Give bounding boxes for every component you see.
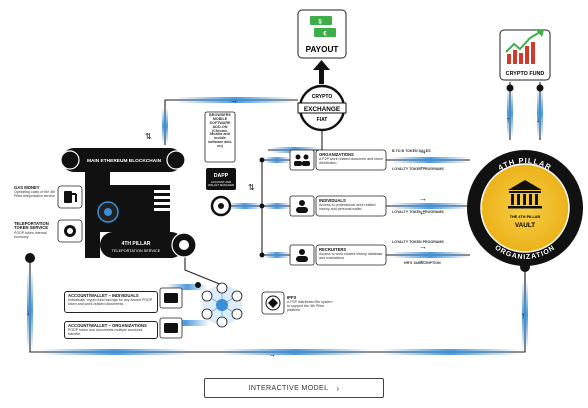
- bar-chart-icon: [505, 30, 544, 64]
- chevron-right-icon: ›: [336, 383, 340, 393]
- teleport-line2: TELEPORTATION SERVICE: [112, 249, 161, 253]
- euro-bill-icon: [314, 28, 336, 37]
- crypto-fund-node: CRYPTO FUND: [499, 29, 551, 81]
- payout-node: $ € PAYOUT: [297, 9, 347, 59]
- svg-text:⇅: ⇅: [248, 183, 255, 192]
- recruiters-node: [289, 244, 387, 266]
- svg-text:→: →: [419, 147, 427, 156]
- recruiter-icon: [296, 249, 308, 262]
- svg-text:⇅: ⇅: [145, 132, 152, 141]
- account-organizations-box: ACCOUNT/WALLET – ORGANIZATIONS PODP toke…: [64, 321, 158, 339]
- organization-vault-node: 4TH PILLAR ORGANIZATION THE 4TH PILLAR V…: [467, 150, 583, 266]
- blockchain-label: MAIN ETHEREUM BLOCKCHAIN: [87, 158, 162, 164]
- browser-card: [204, 111, 236, 163]
- peer-network-cluster: [201, 282, 243, 328]
- gas-money-title: GAS MONEY: [14, 185, 40, 190]
- wallet-individuals-icon-box: [159, 287, 183, 309]
- vault-small-label: THE 4TH PILLAR: [510, 215, 541, 219]
- gas-money-icon-box: [57, 185, 83, 209]
- recruiters-desc: Access to work related history database …: [319, 252, 383, 260]
- teleport-line1: 4TH PILLAR: [122, 241, 151, 247]
- ipfs-title: IPFS: [287, 295, 297, 300]
- bank-icon: [508, 180, 542, 209]
- svg-text:→: →: [419, 194, 427, 203]
- individuals-node: [289, 195, 387, 217]
- flow-loyalty-2: LOYALTY TOKEN PROGRAMS: [392, 210, 444, 214]
- svg-text:↑: ↑: [506, 115, 510, 124]
- teleport-token-desc: PODP token internal economy: [14, 231, 47, 239]
- browsers-text: BROWSERS MOBILE SOFTWARE ADD-ON (Chrome,…: [208, 113, 232, 148]
- flow-glows: [27, 88, 543, 355]
- payout-up-arrow: [313, 60, 330, 84]
- svg-text:←: ←: [419, 162, 427, 171]
- svg-text:↓: ↓: [26, 308, 30, 317]
- teleport-token-title: TELEPORTATION TOKEN SERVICE: [14, 221, 49, 231]
- crypto-fund-label: CRYPTO FUND: [506, 71, 545, 77]
- teleport-token-icon-box: [57, 219, 83, 243]
- organizations-node: [289, 149, 387, 171]
- exchange-line2: EXCHANGE: [304, 106, 341, 113]
- dapp-title: DAPP: [214, 173, 229, 179]
- svg-text:←: ←: [419, 208, 427, 217]
- gas-money-desc: Operating costs of the 4th Pillar telepo…: [14, 190, 56, 198]
- account-individuals-desc: Individuals' crypto fund savings for any…: [68, 298, 153, 306]
- interactive-model-button[interactable]: INTERACTIVE MODEL ›: [204, 378, 384, 398]
- individuals-title: INDIVIDUALS: [319, 198, 346, 203]
- interactive-model-label: INTERACTIVE MODEL: [248, 384, 329, 392]
- account-individuals-box: ACCOUNT/WALLET – INDIVIDUALS Individuals…: [64, 291, 158, 313]
- euro-sign: €: [323, 32, 327, 38]
- ipfs-node: [261, 291, 285, 315]
- account-organizations-title: ACCOUNT/WALLET – ORGANIZATIONS: [68, 323, 147, 328]
- organizations-desc: A P2P work related document and token di…: [319, 157, 384, 165]
- person-icon: [296, 200, 308, 213]
- exchange-line1: CRYPTO: [312, 94, 333, 100]
- fuel-pump-icon: [64, 191, 77, 203]
- dollar-sign: $: [318, 20, 322, 26]
- svg-text:↓: ↓: [536, 115, 540, 124]
- vault-label: VAULT: [515, 222, 535, 229]
- dapp-node: DAPP: [206, 168, 236, 217]
- organizations-title: ORGANIZATIONS: [319, 152, 354, 157]
- account-individuals-title: ACCOUNT/WALLET – INDIVIDUALS: [68, 293, 139, 298]
- flow-loyalty-1: LOYALTY TOKEN PROGRAMS: [392, 167, 444, 171]
- svg-text:←: ←: [419, 256, 427, 265]
- exchange-line3: FIAT: [317, 117, 328, 123]
- dollar-bill-icon: [310, 16, 332, 25]
- teleportation-engine: 4TH PILLAR TELEPORTATION SERVICE: [85, 172, 197, 258]
- wallet-organizations-icon-box: [159, 317, 183, 339]
- svg-text:→: →: [230, 96, 238, 105]
- flow-hr-subscription: HR'S SUBSCRIPTION: [404, 261, 441, 265]
- payout-label: PAYOUT: [306, 45, 339, 54]
- blockchain-node: MAIN ETHEREUM BLOCKCHAIN: [60, 148, 186, 172]
- flow-token-sales: B TO B TOKEN SALES: [392, 149, 431, 153]
- wallet-icon: [164, 323, 178, 333]
- recruiters-title: RECRUITERS: [319, 247, 347, 252]
- ipfs-desc: A P2P distributed file system to support…: [287, 300, 333, 312]
- individuals-desc: Access to professional work related hist…: [319, 203, 376, 211]
- svg-text:→: →: [268, 350, 276, 359]
- flow-loyalty-3: LOYALTY TOKEN PROGRAMS: [392, 240, 444, 244]
- svg-text:→: →: [419, 242, 427, 251]
- wallet-icon: [164, 293, 178, 303]
- dapp-desc: ACCOUNT AND WALLET MANAGER: [208, 180, 234, 187]
- svg-text:↑: ↑: [521, 311, 525, 320]
- group-icon: [294, 154, 310, 166]
- crypto-exchange-node: CRYPTO EXCHANGE FIAT: [297, 84, 347, 132]
- account-organizations-desc: PODP token and documents multiple accoun…: [68, 328, 143, 336]
